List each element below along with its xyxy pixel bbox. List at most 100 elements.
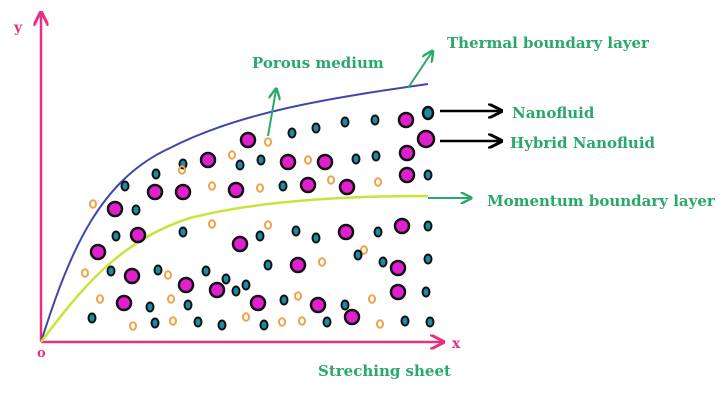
nanoparticle — [373, 226, 383, 238]
nanoparticle — [263, 259, 273, 271]
porous-medium-particle — [278, 317, 286, 327]
nanoparticle — [353, 249, 363, 261]
nanoparticle — [371, 150, 381, 162]
x-axis-label: x — [452, 336, 461, 352]
hybrid-nanoparticle — [249, 294, 267, 312]
nanoparticle — [221, 273, 231, 285]
thermal-label-arrow — [407, 52, 432, 89]
nanoparticle — [340, 299, 350, 311]
porous-medium-particle — [89, 199, 97, 209]
hybrid-nanoparticle — [129, 226, 147, 244]
hybrid-nanoparticle — [338, 178, 356, 196]
hybrid-nanoparticle — [89, 243, 107, 261]
hybrid-nanoparticle — [239, 131, 257, 149]
porous-medium-particle — [256, 183, 264, 193]
hybrid-nanoparticle — [106, 200, 124, 218]
nanoparticle — [311, 122, 321, 134]
hybrid-nanoparticle — [337, 223, 355, 241]
nanoparticle — [120, 180, 130, 192]
porous-medium-particle — [376, 319, 384, 329]
hybrid-nanoparticle — [343, 308, 361, 326]
hybrid-nanoparticle — [231, 235, 249, 253]
porous-medium-particle — [304, 155, 312, 165]
porous-medium-particle — [318, 257, 326, 267]
nanoparticle — [256, 154, 266, 166]
nanoparticle — [241, 279, 251, 291]
nanoparticle — [340, 116, 350, 128]
nanoparticle — [423, 169, 433, 181]
porous-medium-particle — [242, 312, 250, 322]
nanoparticle — [111, 230, 121, 242]
porous-medium-particle — [167, 294, 175, 304]
nanoparticle — [421, 286, 431, 298]
nanoparticle — [255, 230, 265, 242]
porous-medium-particle — [96, 294, 104, 304]
hybrid-nanoparticle — [289, 256, 307, 274]
porous-medium-particle — [374, 177, 382, 187]
porous-medium-particle — [228, 150, 236, 160]
hybrid-nanofluid-label: Hybrid Nanofluid — [510, 134, 656, 152]
nanoparticle — [153, 264, 163, 276]
porous-medium-particle — [264, 137, 272, 147]
nanoparticle — [231, 285, 241, 297]
nanoparticle — [131, 204, 141, 216]
hybrid-nanoparticle — [115, 294, 133, 312]
nanoparticle — [423, 220, 433, 232]
porous-medium-particle — [169, 316, 177, 326]
porous-medium-particle — [360, 245, 368, 255]
hybrid-nanoparticle — [177, 276, 195, 294]
porous-medium-particle — [368, 294, 376, 304]
porous-medium-particle — [178, 165, 186, 175]
nanoparticle — [183, 299, 193, 311]
particle-field — [81, 111, 435, 331]
origin-label: o — [37, 346, 46, 361]
nanoparticle — [201, 265, 211, 277]
hybrid-nanoparticle — [393, 217, 411, 235]
nanoparticle — [311, 232, 321, 244]
hybrid-nanofluid-legend-particle — [416, 129, 436, 149]
nanoparticle — [193, 316, 203, 328]
porous-medium-particle — [327, 175, 335, 185]
hybrid-nanoparticle — [123, 267, 141, 285]
porous-medium-particle — [264, 220, 272, 230]
nanoparticle — [322, 316, 332, 328]
hybrid-nanoparticle — [389, 259, 407, 277]
nanofluid-label: Nanofluid — [512, 104, 595, 122]
porous-medium-particle — [298, 316, 306, 326]
hybrid-nanoparticle — [279, 153, 297, 171]
nanoparticle — [87, 312, 97, 324]
hybrid-nanoparticle — [227, 181, 245, 199]
nanoparticle — [151, 168, 161, 180]
hybrid-nanoparticle — [208, 281, 226, 299]
nanoparticle — [278, 180, 288, 192]
nanoparticle — [423, 253, 433, 265]
nanoparticle — [425, 316, 435, 328]
hybrid-nanoparticle — [146, 183, 164, 201]
y-axis-label: y — [13, 20, 23, 36]
hybrid-nanoparticle — [389, 283, 407, 301]
hybrid-nanoparticle — [174, 183, 192, 201]
nanoparticle — [287, 127, 297, 139]
thermal-boundary-curve — [40, 83, 429, 343]
porous-medium-particle — [81, 268, 89, 278]
momentum-boundary-curve — [40, 194, 429, 343]
thermal-boundary-layer-label: Thermal boundary layer — [447, 34, 650, 52]
nanofluid-legend-particle — [421, 105, 435, 121]
nanoparticle — [279, 294, 289, 306]
nanoparticle — [259, 319, 269, 331]
nanoparticle — [378, 256, 388, 268]
porous-medium-particle — [208, 219, 216, 229]
nanoparticle — [351, 153, 361, 165]
hybrid-nanoparticle — [309, 296, 327, 314]
hybrid-nanoparticle — [199, 151, 217, 169]
nanoparticle — [370, 114, 380, 126]
stretching-sheet-label: Streching sheet — [318, 362, 451, 380]
nanoparticle — [150, 317, 160, 329]
nanoparticle — [291, 225, 301, 237]
nanoparticle — [235, 159, 245, 171]
momentum-boundary-layer-label: Momentum boundary layer — [487, 192, 716, 210]
nanoparticle — [217, 319, 227, 331]
porous-medium-particle — [294, 291, 302, 301]
nanoparticle — [106, 265, 116, 277]
